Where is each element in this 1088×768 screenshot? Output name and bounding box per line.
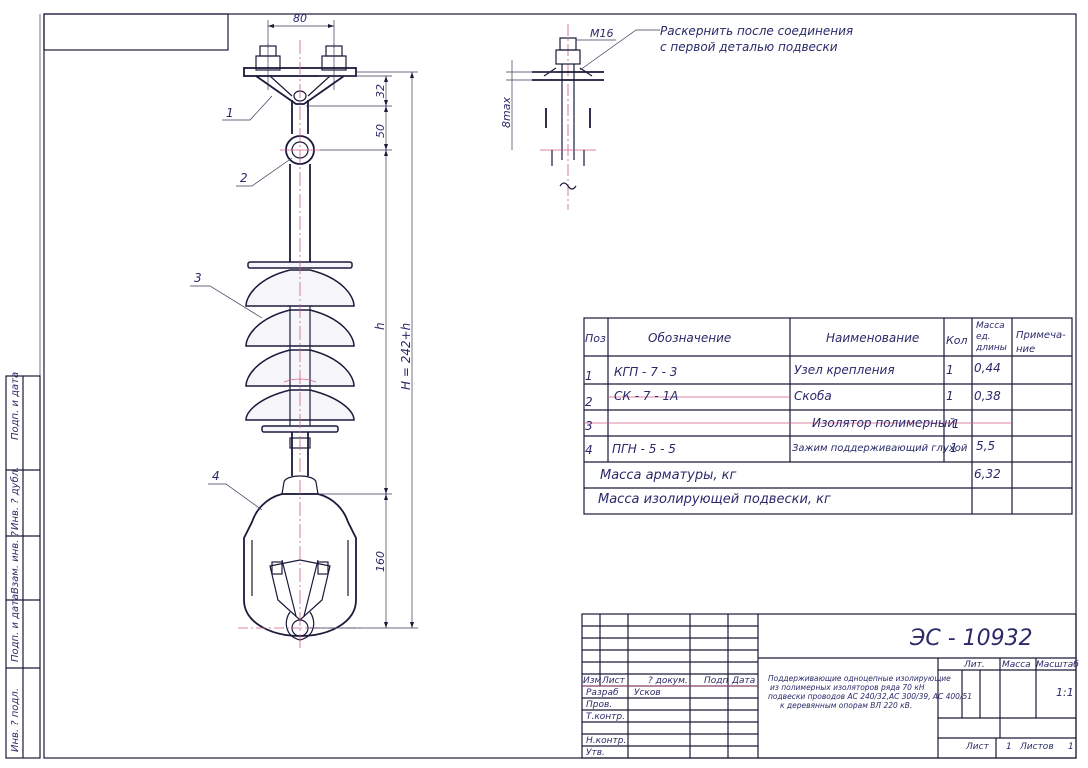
col-name-header: Наименование [826, 331, 919, 345]
row2-pos: 2 [585, 395, 593, 409]
tb-col-date: Дата [731, 676, 755, 686]
row4-pos: 4 [585, 443, 593, 457]
detail-note-line1: Раскернить после соединения [660, 24, 853, 38]
row4-mass: 5,5 [976, 439, 995, 453]
tb-col-sign: Подп [704, 676, 728, 686]
dim-h-label: h [373, 322, 387, 330]
row3-pos: 3 [585, 419, 593, 433]
tb-utv: Утв. [586, 748, 605, 758]
tb-col-list: Лист [601, 676, 626, 686]
total-fittings-value: 6,32 [974, 467, 1001, 481]
row4-name: Зажим поддерживающий глухой [792, 443, 968, 454]
title-block: ЭС - 10932 Изм Лист ? докум. Подп Дата Р… [581, 613, 1079, 759]
col-mass-header-2: ед. [976, 332, 991, 342]
tb-razrab-name: Усков [634, 688, 661, 698]
stamp-field-podp-data-1: Подп. и дата [10, 594, 21, 662]
tb-title-line3: подвески проводов АС 240/32,АС 300/39, А… [768, 692, 972, 701]
stamp-field-podp-data-2: Подп. и дата [10, 372, 21, 440]
tb-lit: Лит. [963, 660, 985, 670]
dim-80-label: 80 [293, 12, 307, 25]
tb-tkontr: Т.контр. [586, 712, 625, 722]
col-qty-header: Кол [946, 334, 968, 347]
row1-mass: 0,44 [974, 361, 1001, 375]
col-mass-header-1: Масса [976, 321, 1005, 331]
row2-designation: СК - 7 - 1А [614, 389, 678, 403]
row1-pos: 1 [585, 369, 593, 383]
tb-title-line2: из полимерных изоляторов ряда 70 кН [770, 683, 925, 692]
col-designation-header: Обозначение [648, 331, 731, 345]
tb-massa: Масса [1002, 660, 1031, 670]
tb-sheets-label: Листов [1019, 742, 1054, 752]
tb-razrab: Разраб [586, 688, 619, 698]
tb-col-izm: Изм [583, 676, 602, 686]
dim-8max-label: 8max [500, 97, 513, 128]
detail-view: 8max M16 Раскернить после соединения с п… [500, 24, 853, 210]
dim-32-label: 32 [374, 84, 387, 98]
col-mass-header-3: длины [975, 343, 1007, 353]
row4-qty: 1 [950, 441, 958, 455]
row4-designation: ПГН - 5 - 5 [612, 442, 676, 456]
dim-H-label: H = 242+h [399, 323, 413, 390]
tb-sheet-label: Лист [965, 742, 990, 752]
row2-qty: 1 [946, 389, 954, 403]
tb-col-doc: ? докум. [648, 676, 688, 686]
dim-160-label: 160 [374, 551, 387, 572]
tb-prov: Пров. [586, 700, 612, 710]
tb-title-line4: к деревянным опорам ВЛ 220 кВ. [780, 701, 912, 710]
tb-sheets-value: 1 [1068, 742, 1074, 752]
doc-code: ЭС - 10932 [909, 626, 1033, 651]
callout-4: 4 [212, 469, 220, 483]
row3-qty: 1 [952, 417, 960, 431]
callout-2: 2 [240, 171, 248, 185]
insulator-assembly [238, 40, 362, 650]
row2-mass: 0,38 [974, 389, 1001, 403]
row2-name: Скоба [794, 389, 832, 403]
top-left-box [43, 13, 229, 51]
row3-name: Изолятор полимерный [812, 416, 955, 430]
row1-qty: 1 [946, 363, 954, 377]
detail-note-line2: с первой деталью подвески [660, 40, 838, 54]
spec-table: Поз Обозначение Наименование Кол Масса е… [583, 317, 1073, 515]
total-suspension-label: Масса изолирующей подвески, кг [598, 492, 831, 507]
row1-designation: КГП - 7 - 3 [614, 365, 677, 379]
tb-nkontr: Н.контр. [586, 736, 626, 746]
tb-title-line1: Поддерживающие одноцепные изолирующие [768, 674, 951, 683]
total-fittings-label: Масса арматуры, кг [600, 468, 736, 483]
callout-1: 1 [226, 106, 234, 120]
row1-name: Узел крепления [794, 363, 895, 377]
stamp-field-inv-podl: Инв. ? подл. [10, 688, 21, 752]
stamp-field-vzam-inv: Взам. инв. ? [10, 531, 21, 594]
outer-frame [43, 13, 1077, 759]
tb-scale: 1:1 [1056, 686, 1074, 699]
callouts: 1 2 3 4 [190, 95, 293, 511]
stamp-field-inv-dubl: Инв. ? дубл. [9, 467, 21, 530]
dim-50-label: 50 [374, 124, 387, 138]
side-stamp: Инв. ? подл. Подп. и дата Взам. инв. ? И… [5, 372, 41, 759]
tb-masshtab: Масштаб [1036, 660, 1079, 670]
thread-label: M16 [590, 27, 614, 40]
tb-sheet-value: 1 [1006, 742, 1012, 752]
dimensions: 80 32 50 h 160 H = 242+h [267, 12, 418, 629]
col-note-header-2: ние [1016, 344, 1035, 355]
col-note-header-1: Примеча- [1016, 330, 1066, 341]
callout-3: 3 [194, 271, 202, 285]
col-pos-header: Поз [585, 332, 606, 345]
